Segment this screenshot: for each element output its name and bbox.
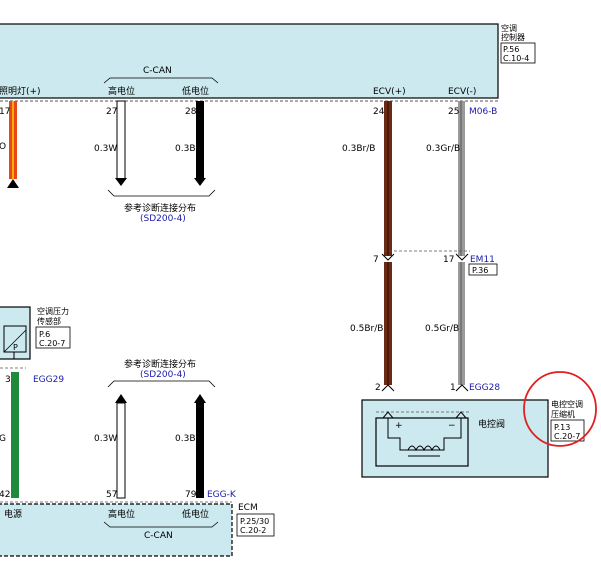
ccan-top-wire-high: 0.3W: [94, 144, 117, 154]
control-valve-box: [375, 417, 469, 467]
ecm-high: 高电位: [108, 508, 135, 520]
pin-label-ecv-pos: ECV(+): [373, 87, 406, 97]
ccan-bottom-low-wire: [196, 403, 204, 498]
ecm-pin-power: 42: [0, 490, 10, 500]
compressor-name-2: 压缩机: [551, 409, 575, 419]
ecv-pin-neg-bottom: 1: [450, 383, 456, 393]
ecm-conn: C.20-2: [240, 526, 266, 535]
controller-connector: M06-B: [469, 107, 497, 117]
controller-ref-box: [500, 42, 536, 64]
egg28-connector: EGG28: [469, 383, 500, 393]
ecm-pin-low: 79: [185, 490, 197, 500]
pressure-sensor-conn: C.20-7: [39, 339, 65, 348]
ecv-pin-pos-mid: 7: [373, 255, 379, 265]
ccan-top-low: 低电位: [182, 85, 209, 97]
ecm-box: [0, 503, 233, 557]
em11-page: P.36: [472, 266, 488, 275]
pressure-sensor-pin: 3: [5, 375, 11, 385]
diag-ref-top-1: 参考诊断连接分布: [124, 202, 196, 214]
ecv-pin-pos-top: 24: [373, 107, 385, 117]
pressure-sensor-wire-label: G: [0, 434, 6, 444]
illum-pin: 17: [0, 107, 10, 117]
ecm-wire-high: 0.3W: [94, 434, 117, 444]
ccan-top-bracket: [103, 77, 219, 84]
ccan-top-low-arrow: [194, 178, 206, 186]
pin-label-illum: 照明灯(+): [0, 86, 41, 97]
diag-ref-top-2: (SD200-4): [140, 214, 186, 224]
ccan-top-low-wire: [196, 101, 204, 179]
ecv-wire-pos-top: 0.3Br/B: [342, 144, 375, 154]
ecv-wire-pos-bottom: 0.5Br/B: [350, 324, 383, 334]
valve-plus: +: [395, 421, 403, 431]
ccan-top-title: C-CAN: [143, 66, 172, 76]
ccan-top-wire-low: 0.3B: [175, 144, 196, 154]
controller-ref-conn: C.10-4: [503, 54, 529, 63]
ecm-wire-low: 0.3B: [175, 434, 196, 444]
ccan-bottom-high-wire: [116, 402, 126, 499]
ecv-wire-neg-bottom: 0.5Gr/B: [425, 324, 459, 334]
ecm-low: 低电位: [182, 508, 209, 520]
ccan-bottom-high-arrow: [115, 394, 127, 403]
illum-arrow: [7, 179, 19, 188]
ccan-top-high: 高电位: [108, 85, 135, 97]
compressor-name-1: 电控空调: [551, 399, 583, 409]
pressure-sensor-wire: [11, 372, 19, 498]
coil-icon: [407, 445, 441, 452]
ecv-pin-neg-top: 25: [448, 107, 459, 117]
pin-label-ecv-neg: ECV(-): [448, 87, 476, 97]
diag-ref-bottom-2: (SD200-4): [140, 370, 186, 380]
ccan-top-high-wire: [116, 100, 126, 180]
illum-wire-label: O: [0, 142, 6, 152]
compressor-page: P.13: [554, 423, 570, 432]
ccan-bottom-low-arrow: [194, 394, 206, 403]
ccan-top-pin-low: 28: [185, 107, 197, 117]
ecm-pin-high: 57: [106, 490, 117, 500]
valve-minus: −: [448, 421, 456, 431]
controller-name-1: 空调: [501, 23, 517, 33]
ecv-pin-neg-mid: 17: [443, 255, 454, 265]
ecv-wire-neg-top: 0.3Gr/B: [426, 144, 460, 154]
em11-name: EM11: [470, 255, 495, 265]
pressure-sensor-page: P.6: [39, 330, 50, 339]
diag-ref-bottom-1: 参考诊断连接分布: [124, 358, 196, 370]
highlight-circle: [523, 371, 597, 447]
ecm-name: ECM: [238, 503, 258, 513]
compressor-conn: C.20-7: [554, 432, 580, 441]
ccan-top-pin-high: 27: [106, 107, 117, 117]
valve-label: 电控阀: [478, 418, 505, 430]
ac-controller-box: [0, 23, 499, 99]
ecm-power: 电源: [4, 508, 22, 520]
egg-k-connector: EGG-K: [207, 490, 237, 500]
ecm-page: P.25/30: [240, 517, 269, 526]
ccan-top-high-arrow: [115, 178, 127, 186]
pressure-sensor-name-2: 传感部: [37, 316, 61, 326]
controller-name-2: 控制器: [501, 32, 525, 42]
pressure-symbol: P: [13, 343, 18, 352]
egg29-connector: EGG29: [33, 375, 64, 385]
pressure-sensor-name-1: 空调压力: [37, 306, 69, 316]
ecm-bus: C-CAN: [144, 531, 173, 541]
controller-ref-page: P.56: [503, 45, 519, 54]
ecv-pin-pos-bottom: 2: [375, 383, 381, 393]
